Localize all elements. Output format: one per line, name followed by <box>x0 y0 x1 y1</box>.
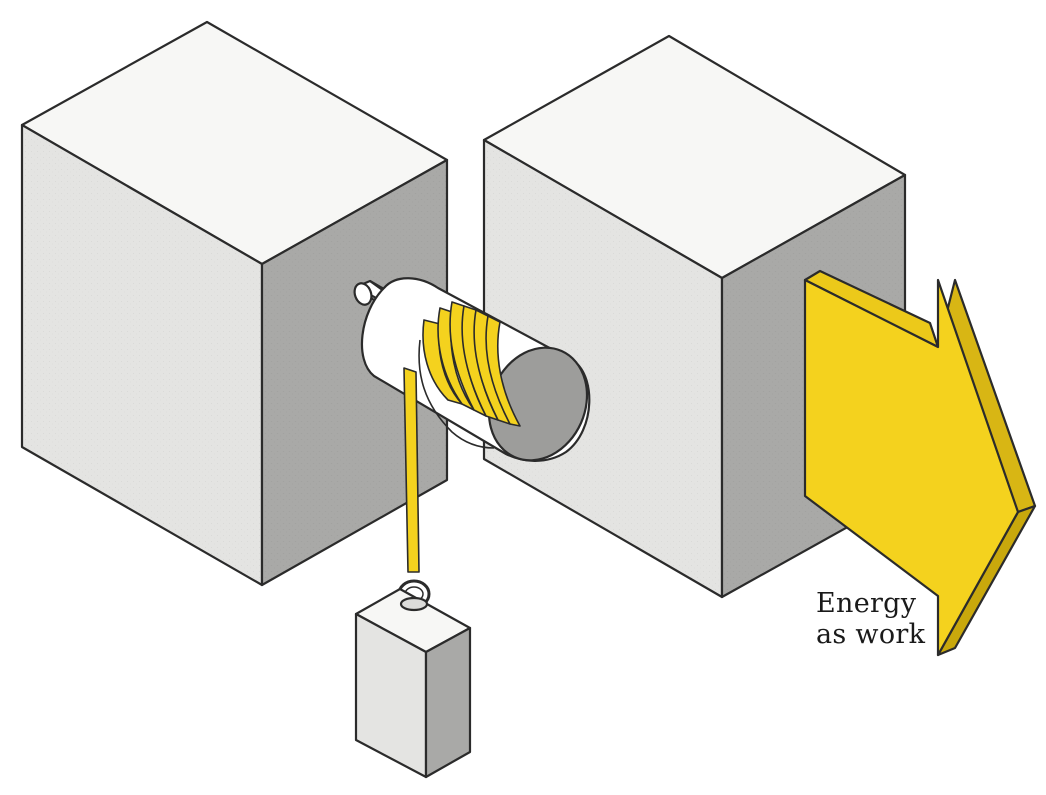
arrow-caption: Energy as work <box>816 588 925 650</box>
left-block <box>20 20 449 587</box>
energy-arrow <box>803 269 1037 657</box>
weight-side <box>424 626 472 779</box>
rope-coil <box>418 301 521 449</box>
hanging-weight <box>354 579 472 779</box>
arrow-front <box>803 278 1020 657</box>
caption-line-2: as work <box>816 619 926 650</box>
caption-line-1: Energy <box>816 588 917 619</box>
rope <box>403 367 420 573</box>
right-block <box>482 34 907 599</box>
